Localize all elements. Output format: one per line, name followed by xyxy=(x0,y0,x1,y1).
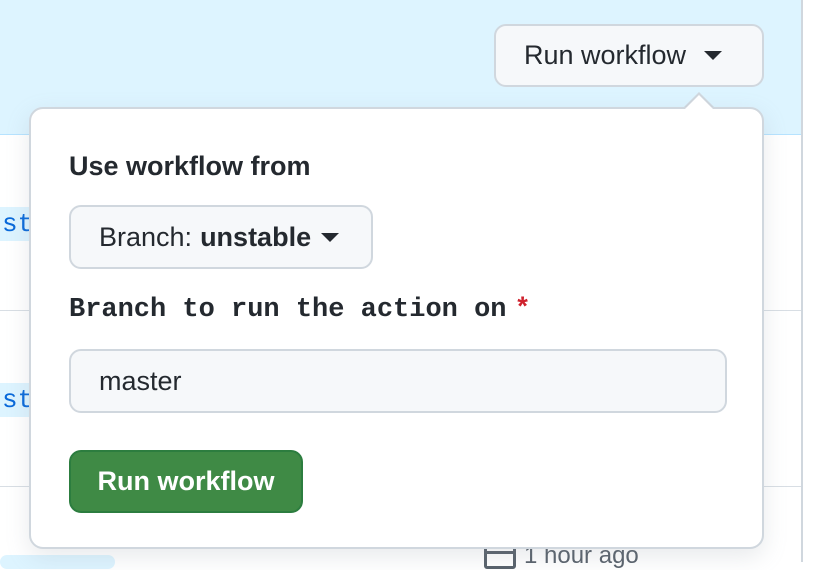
content-border xyxy=(801,0,803,562)
branch-select-value: unstable xyxy=(200,221,312,252)
chevron-down-icon xyxy=(321,232,340,242)
popover-heading: Use workflow from xyxy=(69,151,311,181)
popover-arrow-fill xyxy=(685,95,713,109)
run-workflow-dropdown-label: Run workflow xyxy=(524,40,687,70)
branch-label-chip[interactable]: st xyxy=(0,383,34,417)
branch-label-chip[interactable] xyxy=(0,555,115,569)
branch-label-chip[interactable]: st xyxy=(0,207,34,241)
run-workflow-popover: Use workflow from Branch: unstable Branc… xyxy=(29,107,764,549)
branch-select-button[interactable]: Branch: unstable xyxy=(69,205,373,269)
branch-select-prefix: Branch: xyxy=(99,221,193,252)
branch-input-label-text: Branch to run the action on xyxy=(69,295,507,325)
run-workflow-dropdown-button[interactable]: Run workflow xyxy=(494,24,764,87)
chevron-down-icon xyxy=(704,51,723,60)
required-marker: * xyxy=(514,295,531,325)
run-workflow-submit-button[interactable]: Run workflow xyxy=(69,450,303,513)
branch-input-field[interactable] xyxy=(69,349,727,413)
branch-input-label: Branch to run the action on* xyxy=(69,295,531,325)
